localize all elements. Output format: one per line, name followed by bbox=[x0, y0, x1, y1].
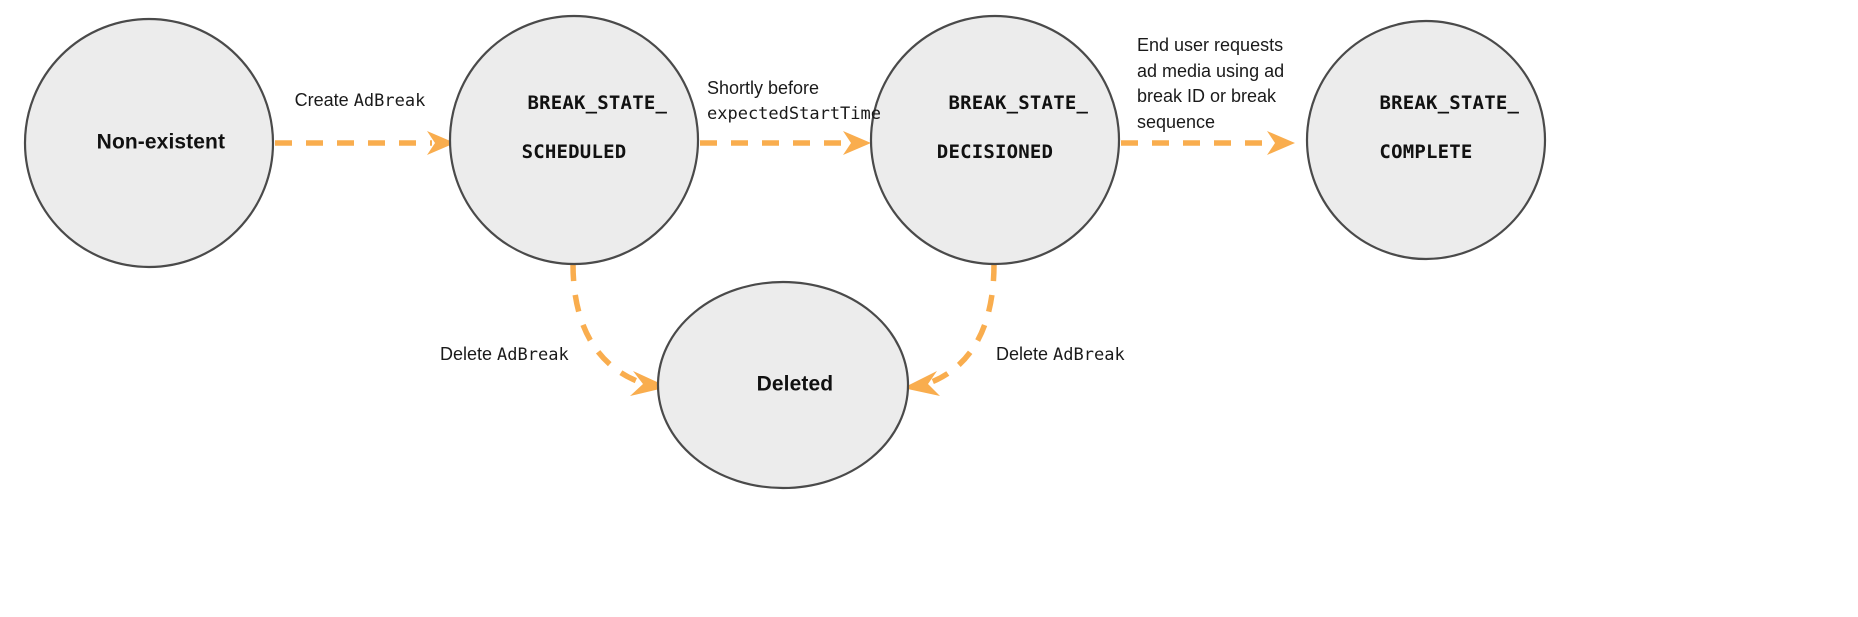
node-break-state-decisioned[interactable] bbox=[869, 14, 1121, 266]
edge-delete-from-decisioned-line bbox=[928, 263, 997, 386]
edge-delete-adbreak-from-decisioned[interactable] bbox=[903, 263, 997, 396]
node-non-existent[interactable] bbox=[23, 17, 275, 269]
node-break-state-complete[interactable] bbox=[1305, 19, 1547, 261]
edge-create-adbreak-arrowhead bbox=[427, 131, 455, 155]
edge-end-user-requests[interactable] bbox=[1121, 131, 1295, 155]
edge-shortly-before-arrowhead bbox=[843, 131, 871, 155]
edge-shortly-before-expected-start-time[interactable] bbox=[700, 131, 871, 155]
edge-create-adbreak[interactable] bbox=[275, 131, 455, 155]
edge-delete-from-scheduled-arrowhead bbox=[630, 371, 668, 396]
edge-delete-from-scheduled-line bbox=[570, 263, 643, 386]
edge-delete-from-decisioned-arrowhead bbox=[903, 371, 940, 396]
node-deleted[interactable] bbox=[656, 280, 910, 490]
edge-end-user-requests-arrowhead bbox=[1267, 131, 1295, 155]
edge-delete-adbreak-from-scheduled[interactable] bbox=[570, 263, 668, 396]
node-break-state-scheduled[interactable] bbox=[448, 14, 700, 266]
